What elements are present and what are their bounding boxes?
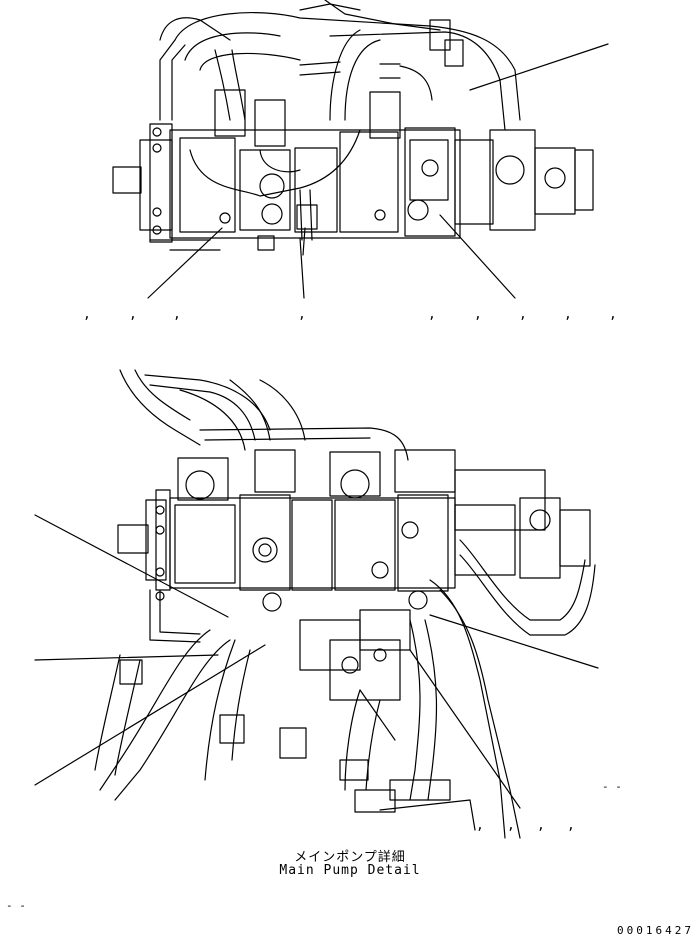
bottom-callout-mark-2: , bbox=[507, 818, 515, 833]
top-leader-lines bbox=[147, 43, 609, 299]
bottom-callout-mark-1: , bbox=[476, 818, 484, 833]
top-callout-mark-9: , bbox=[609, 307, 617, 322]
top-callout-mark-4: , bbox=[298, 307, 306, 322]
bottom-callout-mark-4: , bbox=[567, 818, 575, 833]
bottom-leader-lines bbox=[34, 514, 599, 809]
top-callout-mark-7: , bbox=[519, 307, 527, 322]
top-callout-mark-8: , bbox=[564, 307, 572, 322]
bottom-pump-assembly bbox=[94, 369, 596, 839]
caption-japanese: メインポンプ詳細 bbox=[294, 850, 406, 865]
top-callout-mark-6: , bbox=[474, 307, 482, 322]
top-pump-assembly bbox=[112, 0, 594, 256]
dash-mark-right: - - bbox=[602, 780, 622, 793]
top-callout-mark-1: , bbox=[83, 307, 91, 322]
caption-english: Main Pump Detail bbox=[279, 863, 421, 878]
dash-mark-left: - - bbox=[6, 899, 26, 912]
bottom-callout-mark-3: , bbox=[537, 818, 545, 833]
drawing-id: 00016427 bbox=[617, 924, 694, 937]
top-callout-mark-5: , bbox=[428, 307, 436, 322]
top-callout-mark-2: , bbox=[129, 307, 137, 322]
top-callout-mark-3: , bbox=[173, 307, 181, 322]
